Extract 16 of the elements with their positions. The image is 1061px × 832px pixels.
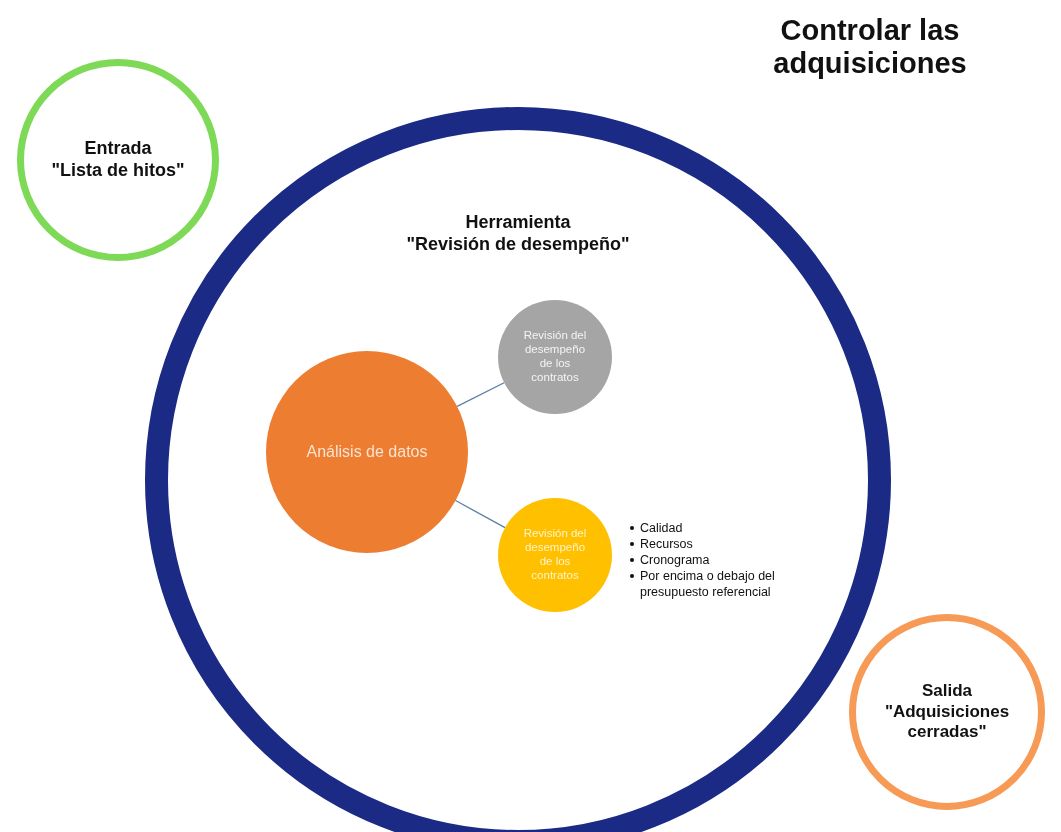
node-label: Revisión del desempeño de los contratos	[522, 329, 588, 385]
node-label: Análisis de datos	[306, 442, 428, 462]
node-label: Entrada	[84, 138, 152, 160]
node-label: Revisión del desempeño de los contratos	[522, 527, 588, 583]
bullet-text: Calidad	[640, 521, 683, 535]
node-label: "Lista de hitos"	[51, 160, 185, 182]
heading-text: "Revisión de desempeño"	[406, 233, 630, 256]
connector-line	[454, 499, 506, 529]
heading-text: Herramienta	[465, 212, 571, 234]
bullet-text: Cronograma	[640, 553, 710, 567]
title: Controlar las adquisiciones	[772, 14, 968, 80]
node-label: "Adquisiciones cerradas"	[883, 701, 1011, 743]
bullet-text: Por encima o debajo del presupuesto referencial	[640, 569, 775, 599]
node-label: Salida	[921, 681, 973, 702]
bullet-text: Recursos	[640, 537, 693, 551]
connector-line	[456, 382, 505, 408]
